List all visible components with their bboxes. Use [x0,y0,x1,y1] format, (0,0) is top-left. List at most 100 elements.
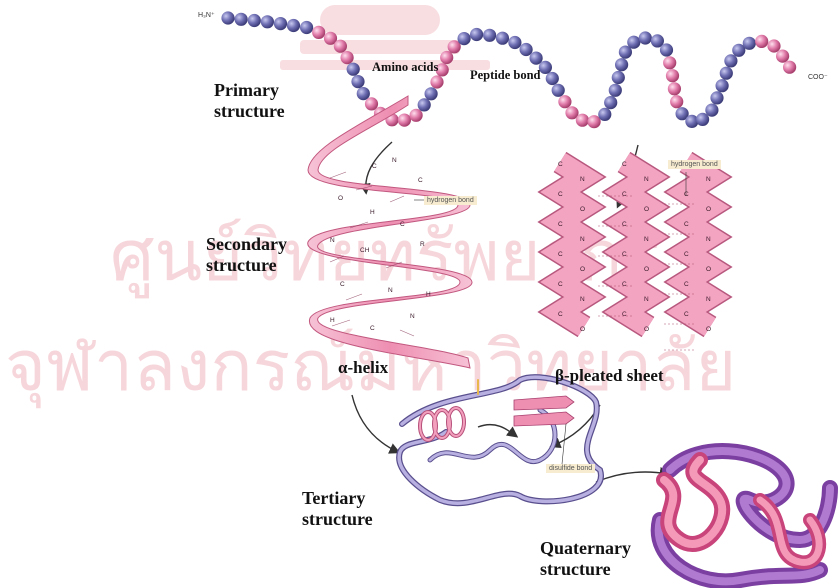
c-terminus-label: COO⁻ [808,73,828,81]
amino-acid-bead [496,32,509,45]
beta-strand-atom-glyph: O [644,206,649,213]
beta-strand-atom-glyph: C [558,251,563,258]
amino-acid-bead [743,37,756,50]
amino-acid-bead [410,109,423,122]
svg-text:C: C [418,177,423,184]
beta-strand-atom-glyph: C [622,311,627,318]
beta-strand-atom-glyph: N [706,176,711,183]
beta-strand-atom-glyph: N [580,176,585,183]
svg-text:C: C [400,221,405,228]
beta-strand-atom-glyph: C [558,221,563,228]
sheet-hydrogen-bond-label: hydrogen bond [668,160,721,169]
amino-acid-bead [720,67,733,80]
amino-acid-bead [341,51,354,64]
amino-acids-label: Amino acids [372,60,438,74]
amino-acid-bead [248,14,261,27]
n-terminus-label: H₃N⁺ [198,11,215,19]
beta-sheet-label: β-pleated sheet [555,366,664,386]
amino-acid-bead [300,21,313,34]
amino-acid-bead [470,28,483,41]
peptide-bond-label: Peptide bond [470,68,541,82]
beta-strand-atom-glyph: C [622,281,627,288]
beta-strand-atom-glyph: O [706,206,711,213]
amino-acid-bead [696,113,709,126]
quaternary-complex [659,451,830,581]
amino-acid-bead [716,79,729,92]
tertiary-structure-label: Tertiary structure [302,488,373,529]
beta-strand-atom-glyph: N [706,296,711,303]
beta-strand-atom-glyph: C [684,311,689,318]
beta-strand-atom-glyph: O [706,326,711,333]
svg-text:C: C [340,281,345,288]
disulfide-bond-label: disulfide bond [546,464,595,473]
amino-acid-bead [235,13,248,26]
amino-acid-bead [598,108,611,121]
helix-hydrogen-bond-label: hydrogen bond [424,196,477,205]
amino-acid-bead [287,19,300,32]
amino-acid-bead [357,87,370,100]
svg-text:O: O [338,195,343,202]
beta-strand-atom-glyph: O [706,266,711,273]
beta-strand-atom-glyph: C [558,161,563,168]
alpha-helix-label: α-helix [338,358,388,378]
beta-strand-atom-glyph: C [622,191,627,198]
amino-acid-bead [639,31,652,44]
quaternary-structure-label: Quaternary structure [540,538,631,579]
amino-acid-bead [530,52,543,65]
amino-acid-bead [604,96,617,109]
beta-strand-atom-glyph: C [622,251,627,258]
amino-acid-bead [552,84,565,97]
amino-acid-bead [398,114,411,127]
beta-strand-atom-glyph: N [706,236,711,243]
beta-strand-atom-glyph: O [644,266,649,273]
beta-sheet-strands: CNCOCNCOCNCOCNCOCNCOCNCOCNCOCNCOCNCO [558,161,711,333]
beta-strand-atom-glyph: C [622,161,627,168]
amino-acid-bead [670,95,683,108]
amino-acid-bead [430,75,443,88]
svg-text:C: C [370,325,375,332]
amino-acid-bead [546,72,559,85]
beta-strand-atom-glyph: C [622,221,627,228]
beta-strand-atom-glyph: C [558,191,563,198]
amino-acid-bead [666,69,679,82]
arrow-tertiary-link [478,425,516,436]
svg-text:H: H [330,317,335,324]
amino-acid-bead [663,56,676,69]
svg-text:N: N [330,237,335,244]
svg-text:N: N [410,313,415,320]
amino-acid-bead [588,115,601,128]
svg-text:CH: CH [360,247,370,254]
svg-text:H: H [426,291,431,298]
amino-acid-bead [710,91,723,104]
beta-strand-atom-glyph: O [644,326,649,333]
primary-structure-label: Primary structure [214,80,285,121]
amino-acid-bead [776,50,789,63]
amino-acid-bead [615,58,628,71]
beta-strand-atom-glyph: N [580,296,585,303]
beta-strand-atom-glyph: N [644,236,649,243]
amino-acid-bead [483,29,496,42]
amino-acid-bead [520,43,533,56]
svg-text:R: R [420,241,425,248]
amino-acid-bead [767,39,780,52]
amino-acid-bead [558,95,571,108]
beta-strand-atom-glyph: C [684,191,689,198]
amino-acid-bead [755,35,768,48]
amino-acid-bead [612,71,625,84]
amino-acid-bead [660,43,673,56]
amino-acid-bead [783,61,796,74]
beta-strand-atom-glyph: C [684,251,689,258]
beta-strand-atom-glyph: N [580,236,585,243]
beta-strand-atom-glyph: N [644,176,649,183]
amino-acid-bead [274,17,287,30]
amino-acid-bead [425,87,438,100]
amino-acid-bead [440,51,453,64]
beta-strand-atom-glyph: C [684,221,689,228]
beta-strand-atom-glyph: C [558,311,563,318]
svg-text:N: N [392,157,397,164]
svg-text:C: C [372,163,377,170]
amino-acid-bead [508,36,521,49]
amino-acid-bead [221,11,234,24]
